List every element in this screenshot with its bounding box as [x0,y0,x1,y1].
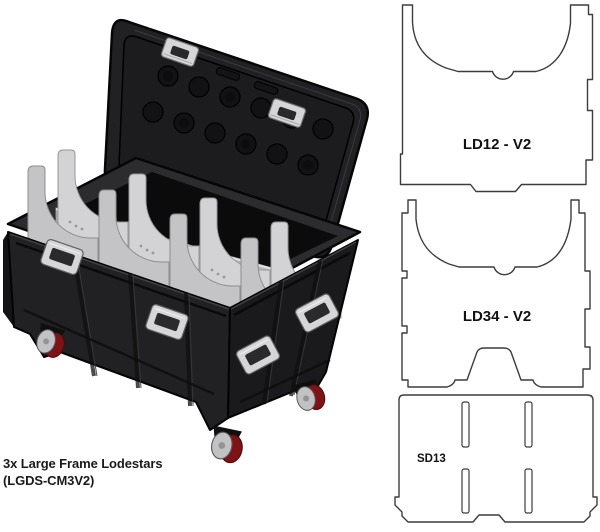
caption-line2: (LGDS-CM3V2) [3,473,95,488]
case-body [3,231,359,431]
panel-label-sd13: SD13 [417,453,446,465]
caption-line1: 3x Large Frame Lodestars [3,456,163,471]
panel-label-ld12: LD12 - V2 [463,136,531,153]
panel-slots-sd13 [461,401,533,514]
panel-outline-ld12: LD12 - V2 [399,4,594,193]
panel-shape-ld12 [399,4,594,193]
panel-label-ld34: LD34 - V2 [463,308,531,325]
lid-slot [253,81,279,95]
panel-outline-sd13: SD13 [394,394,598,523]
case-left-end [3,232,14,327]
case-caption: 3x Large Frame Lodestars (LGDS-CM3V2) [3,455,163,489]
lid-slot [215,67,241,81]
road-case-illustration [3,18,369,466]
panel-shape-ld34 [401,199,591,388]
panel-shape-sd13 [394,394,598,523]
panel-outline-ld34: LD34 - V2 [401,199,591,388]
